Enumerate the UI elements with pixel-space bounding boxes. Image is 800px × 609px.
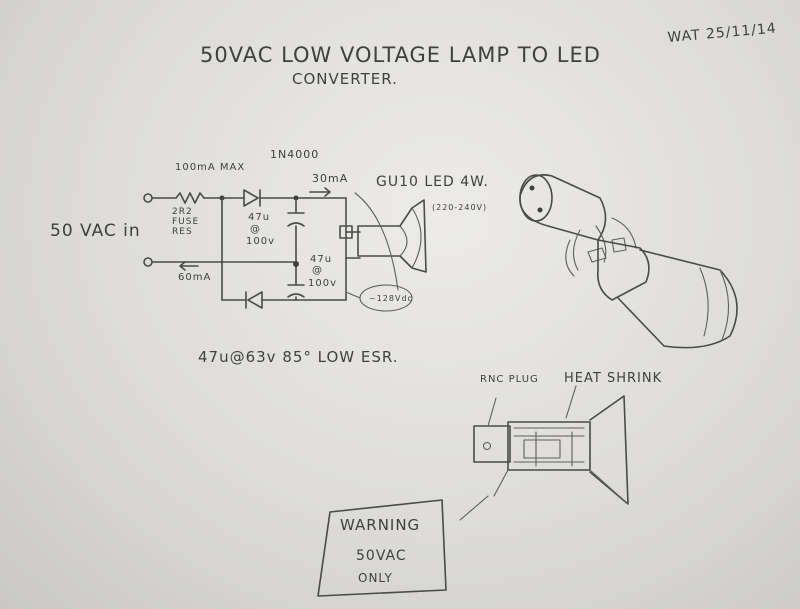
led-label: GU10 LED 4W.	[376, 174, 489, 190]
lamp-reflector-neck	[596, 239, 650, 301]
detail-lines	[459, 469, 629, 521]
warning-line-2: 50VAC	[356, 548, 407, 564]
current-in-label: 60mA	[178, 272, 211, 283]
diode-top-symbol	[243, 189, 261, 207]
cap-spec-note: 47u@63v 85° LOW ESR.	[198, 348, 399, 366]
current-max-label: 100mA MAX	[175, 162, 245, 173]
lamp-reflector-rim	[699, 267, 730, 341]
input-label: 50 VAC in	[50, 221, 141, 241]
fuse-resistor-symbol	[175, 192, 205, 204]
schematic: 50 VAC in 100mA MAX 2R2 FUSE RES 1N4000 …	[50, 148, 489, 366]
lamp-base-cylinder	[519, 174, 607, 241]
lamp-reflector-bowl	[617, 249, 738, 349]
cap-bottom-label-1: 47u	[310, 254, 332, 265]
cap-top-label-2: @	[250, 224, 261, 235]
lamp-perspective-sketch	[519, 174, 738, 349]
lamp-pin-hole	[529, 185, 535, 191]
label-pointer-curve	[354, 192, 399, 291]
lamp-wires	[565, 217, 637, 277]
rnc-plug-pin	[482, 441, 492, 451]
warning-title: WARNING	[340, 516, 420, 534]
rnc-plug-label: RNC PLUG	[480, 374, 539, 385]
cap-top-label-3: 100v	[246, 236, 275, 247]
voltage-pointer	[345, 291, 361, 299]
heat-shrink-hatching	[513, 427, 585, 467]
capacitor-bottom-symbol	[287, 284, 305, 298]
arrow-current-in	[179, 261, 199, 271]
capacitor-top-symbol	[287, 212, 305, 227]
input-terminal-top	[143, 193, 153, 203]
rnc-plug-body	[473, 425, 511, 463]
fuse-label-3: RES	[172, 227, 193, 237]
warning-box-outline	[317, 499, 447, 597]
title-line-2: CONVERTER.	[292, 70, 398, 88]
cap-top-label-1: 47u	[248, 212, 270, 223]
arrow-current-out	[309, 187, 331, 197]
diode-bottom-symbol	[245, 291, 263, 309]
fuse-label-2: FUSE	[172, 217, 199, 227]
shrink-pointer	[565, 385, 577, 419]
led-voltage-label: (220-240V)	[432, 203, 487, 212]
heat-shrink-label: HEAT SHRINK	[564, 371, 662, 386]
cap-bottom-label-3: 100v	[308, 278, 337, 289]
cap-bottom-label-2: @	[312, 265, 323, 276]
warning-box: WARNING 50VAC ONLY	[317, 499, 447, 597]
warning-line-3: ONLY	[358, 571, 393, 585]
date-stamp: WAT 25/11/14	[667, 21, 777, 46]
lamp-pin-hole	[537, 207, 543, 213]
voltage-bubble-label: ~128Vdc	[369, 294, 413, 303]
plug-detail-sketch: RNC PLUG HEAT SHRINK	[459, 371, 662, 521]
gu10-lamp-reflector	[399, 207, 422, 269]
title-line-1: 50VAC LOW VOLTAGE LAMP TO LED	[200, 43, 601, 67]
input-terminal-bottom	[143, 257, 153, 267]
gu10-lamp-body	[357, 199, 427, 273]
lamp-base-end	[519, 174, 553, 222]
lamp-pin-box	[339, 225, 353, 239]
current-out-label: 30mA	[312, 172, 348, 185]
fuse-label-1: 2R2	[172, 207, 193, 217]
lamp-reflector-side	[589, 395, 629, 505]
heat-shrink-sleeve	[507, 421, 591, 471]
diode-label: 1N4000	[270, 148, 319, 161]
rnc-pointer	[487, 397, 497, 427]
